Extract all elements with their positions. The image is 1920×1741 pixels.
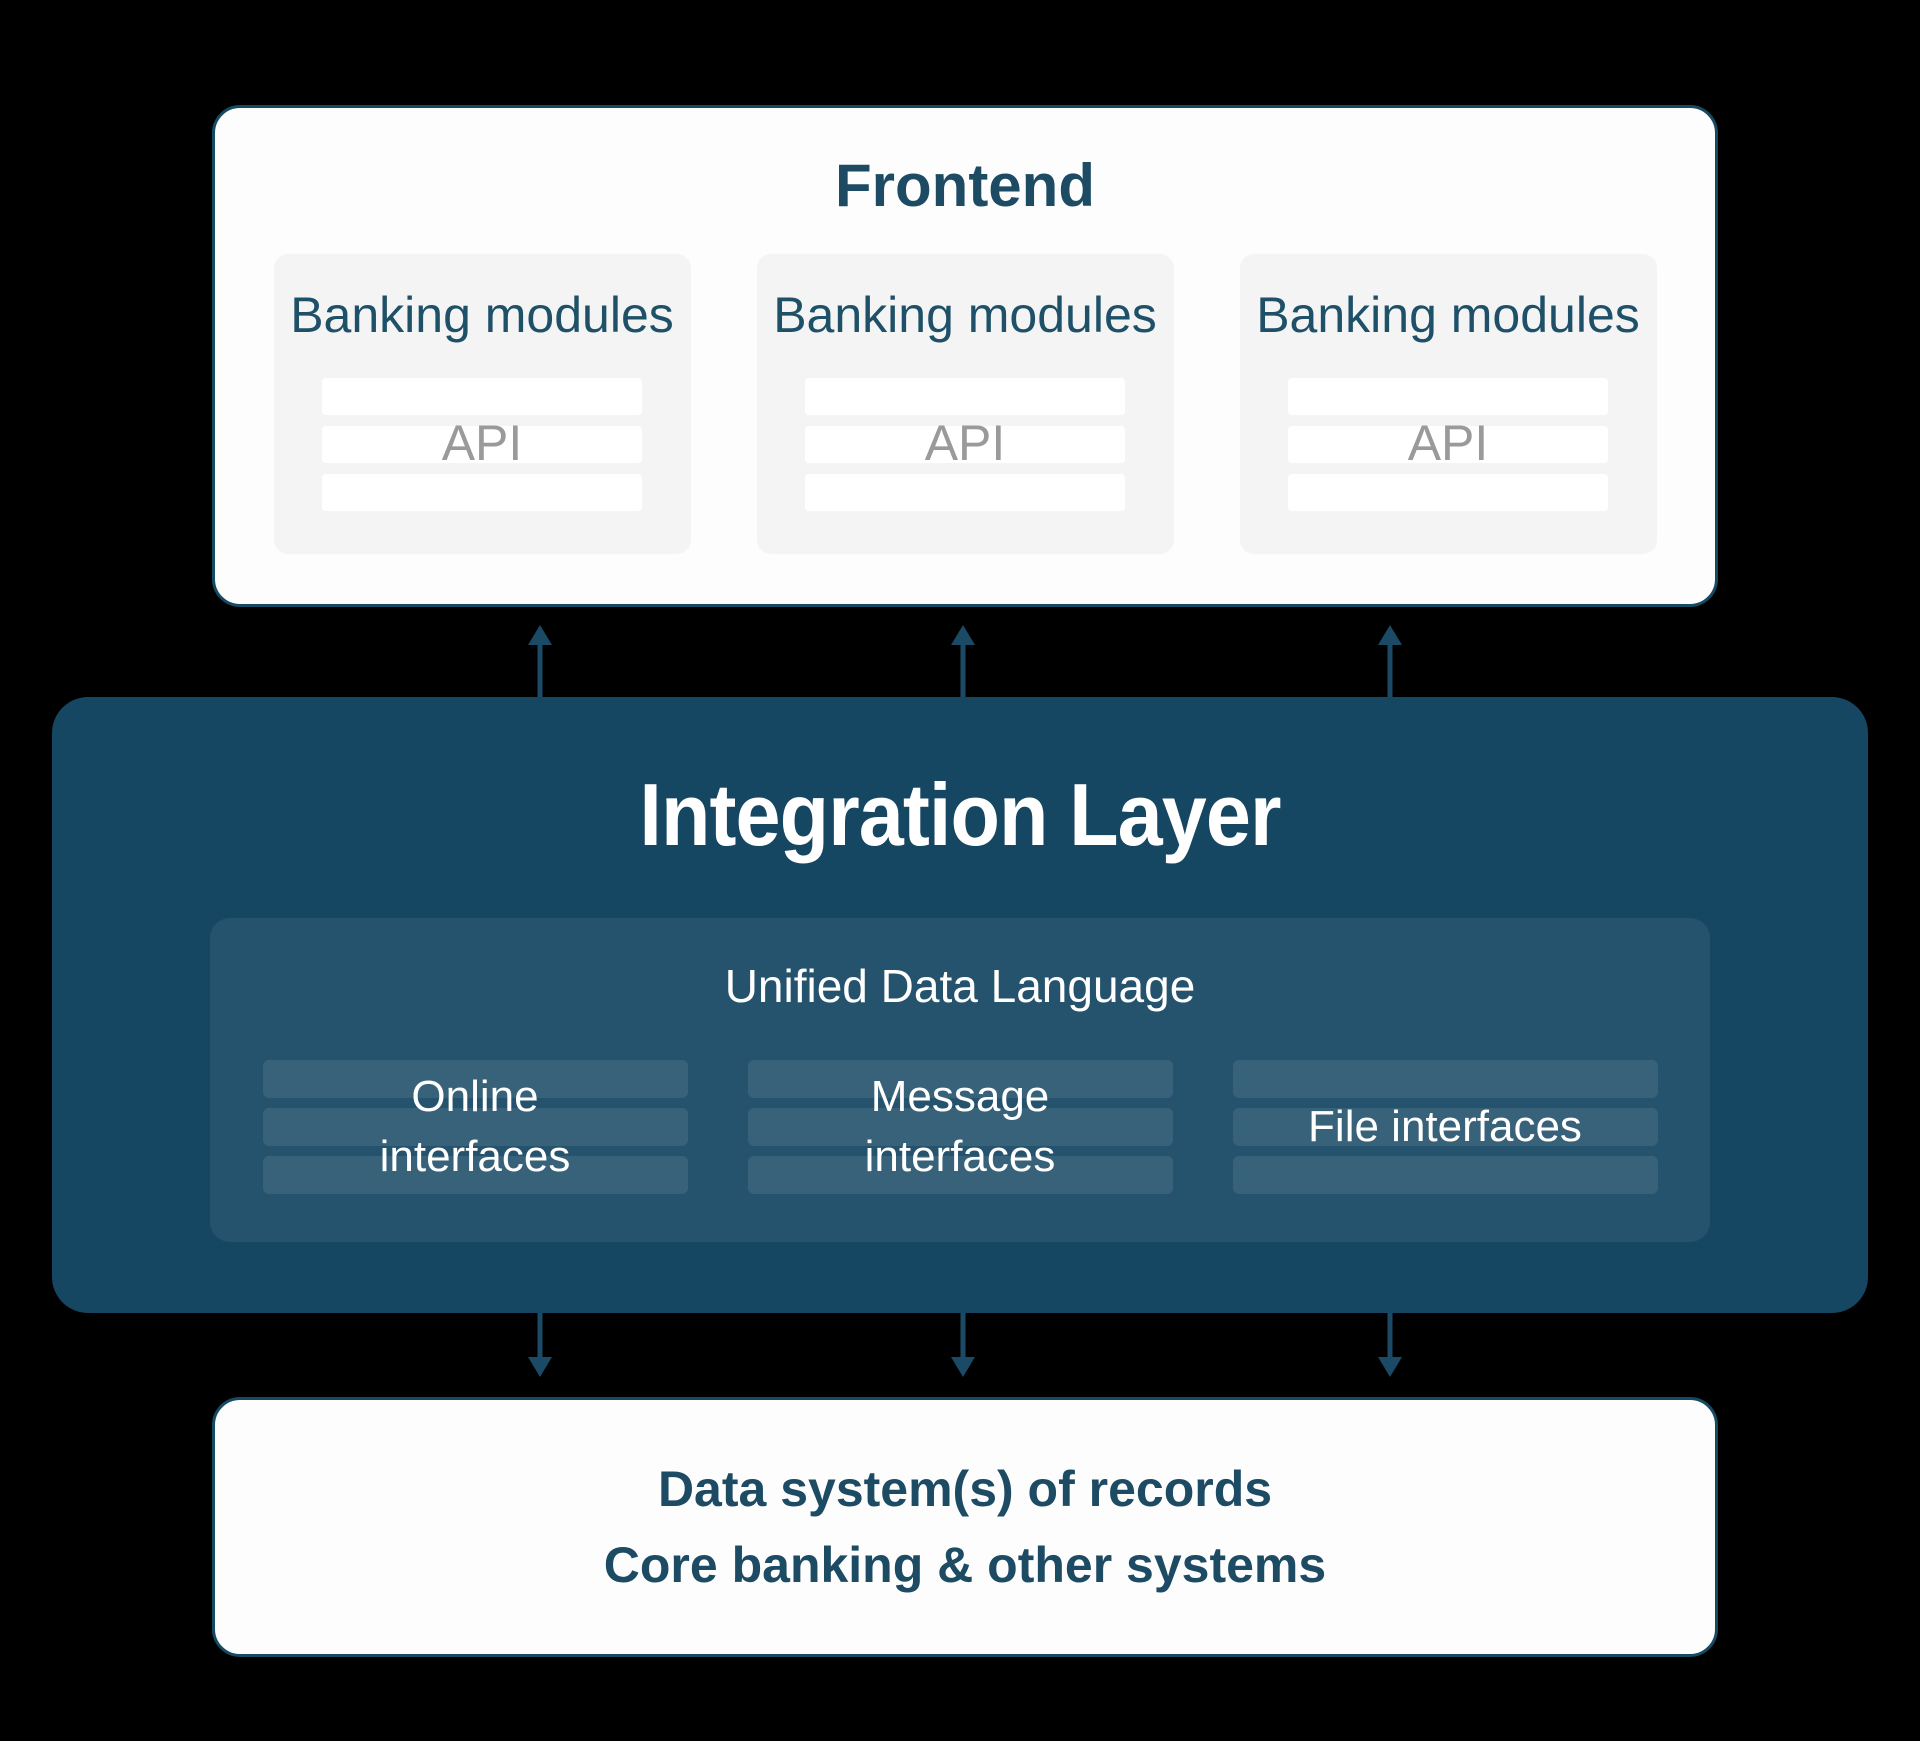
- api-label: API: [924, 414, 1006, 471]
- data-systems-line1: Data system(s) of records: [657, 1461, 1273, 1517]
- module-bar-api: API: [805, 418, 1125, 468]
- interface-bars: [1232, 1060, 1658, 1194]
- down-arrow-icon: [951, 1313, 975, 1377]
- interface-bar: [747, 1156, 1173, 1194]
- module-bar: [805, 474, 1125, 511]
- module-bars: API: [322, 378, 642, 511]
- banking-module-card: Banking modules API: [756, 254, 1174, 554]
- interface-card: File interfaces: [1232, 1060, 1658, 1194]
- down-arrow-icon: [1378, 1313, 1402, 1377]
- module-bar: [1288, 378, 1608, 415]
- interface-bar: [262, 1108, 688, 1146]
- down-arrow-icon: [528, 1313, 552, 1377]
- interface-bar: [1232, 1156, 1658, 1194]
- module-bar: [322, 378, 642, 415]
- unified-data-language-title: Unified Data Language: [724, 960, 1196, 1012]
- module-bars: API: [1288, 378, 1608, 511]
- up-arrow-icon: [528, 625, 552, 697]
- api-label: API: [1407, 414, 1489, 471]
- interface-label: Online interfaces: [379, 1072, 571, 1181]
- banking-module-card: Banking modules API: [1239, 254, 1657, 554]
- module-bar: [805, 378, 1125, 415]
- up-arrow-icon: [951, 625, 975, 697]
- interface-bar: [1232, 1060, 1658, 1098]
- interface-bars: [262, 1060, 688, 1194]
- api-label: API: [441, 414, 523, 471]
- frontend-title: Frontend: [835, 152, 1095, 219]
- module-bar: [1288, 474, 1608, 511]
- interface-bar: [262, 1156, 688, 1194]
- up-arrow-icon: [1378, 625, 1402, 697]
- module-bars: API: [805, 378, 1125, 511]
- interface-bar: [747, 1060, 1173, 1098]
- interface-bars: [747, 1060, 1173, 1194]
- module-bar-api: API: [322, 418, 642, 468]
- banking-module-title: Banking modules: [290, 287, 674, 343]
- banking-modules-row: Banking modules API Banking modules API: [215, 254, 1715, 554]
- module-bar: [322, 474, 642, 511]
- interface-bar: [1232, 1108, 1658, 1146]
- module-bar-api: API: [1288, 418, 1608, 468]
- integration-layer-title: Integration Layer: [639, 765, 1281, 864]
- interface-label: File interfaces: [1308, 1102, 1582, 1151]
- banking-module-title: Banking modules: [1256, 287, 1640, 343]
- interface-label: Message interfaces: [864, 1072, 1056, 1181]
- interfaces-row: Online interfaces Message interfaces: [210, 1060, 1710, 1194]
- banking-module-title: Banking modules: [773, 287, 1157, 343]
- frontend-box: Frontend Banking modules API Banking mod…: [212, 105, 1718, 607]
- banking-module-card: Banking modules API: [273, 254, 691, 554]
- interface-card: Online interfaces: [262, 1060, 688, 1194]
- integration-layer-box: Integration Layer Unified Data Language …: [52, 697, 1868, 1313]
- data-systems-box: Data system(s) of records Core banking &…: [212, 1397, 1718, 1657]
- interface-card: Message interfaces: [747, 1060, 1173, 1194]
- interface-bar: [262, 1060, 688, 1098]
- data-systems-line2: Core banking & other systems: [603, 1537, 1327, 1593]
- unified-data-language-panel: Unified Data Language Online interfaces: [210, 918, 1710, 1242]
- interface-bar: [747, 1108, 1173, 1146]
